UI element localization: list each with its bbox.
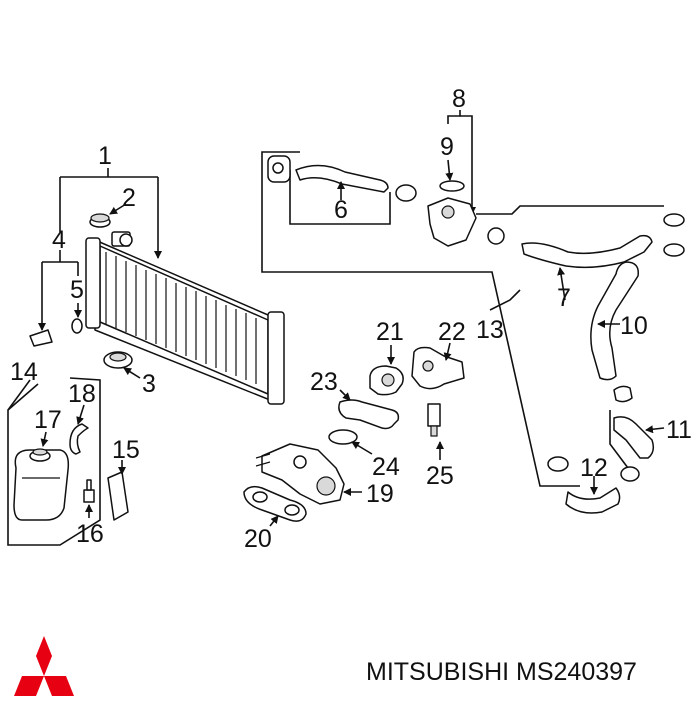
callout-6: 6 bbox=[334, 196, 348, 224]
radiator-core bbox=[85, 231, 285, 405]
callout-25: 25 bbox=[426, 462, 454, 490]
grommet bbox=[103, 351, 133, 369]
callout-5: 5 bbox=[70, 276, 84, 304]
callout-10: 10 bbox=[620, 312, 648, 340]
callout-17: 17 bbox=[34, 406, 62, 434]
o-ring bbox=[439, 180, 465, 192]
reservoir-hose bbox=[69, 423, 89, 455]
thermostat-group bbox=[243, 342, 465, 527]
small-hose bbox=[565, 487, 621, 514]
callout-9: 9 bbox=[440, 133, 454, 161]
callout-19: 19 bbox=[366, 480, 394, 508]
radiator-cap bbox=[89, 213, 111, 228]
heater-hose bbox=[613, 416, 655, 459]
drain-cock bbox=[29, 329, 53, 347]
bolt bbox=[83, 489, 95, 503]
callout-18: 18 bbox=[68, 380, 96, 408]
outlet-gasket bbox=[328, 429, 358, 445]
temperature-sensor bbox=[427, 403, 441, 427]
reservoir-bracket bbox=[107, 471, 129, 521]
callout-13: 13 bbox=[476, 316, 504, 344]
callout-labels: 1 2 3 4 5 6 7 8 9 10 11 12 13 14 15 16 1… bbox=[10, 85, 692, 553]
hose-clamp bbox=[547, 456, 569, 472]
callout-21: 21 bbox=[376, 318, 404, 346]
callout-2: 2 bbox=[122, 184, 136, 212]
callout-7: 7 bbox=[557, 284, 571, 312]
callout-24: 24 bbox=[372, 453, 400, 481]
callout-14: 14 bbox=[10, 358, 38, 386]
mitsubishi-three-diamonds-logo bbox=[14, 636, 74, 696]
callout-1: 1 bbox=[98, 142, 112, 170]
upper-hose-group bbox=[267, 110, 685, 257]
callout-16: 16 bbox=[76, 520, 104, 548]
callout-22: 22 bbox=[438, 318, 466, 346]
hose-clamp bbox=[267, 155, 291, 183]
callout-11: 11 bbox=[666, 416, 692, 444]
radiator-group bbox=[29, 168, 285, 405]
lower-hose bbox=[521, 234, 653, 269]
callout-12: 12 bbox=[580, 454, 608, 482]
lower-hose-group bbox=[261, 151, 665, 514]
reservoir-group bbox=[7, 377, 129, 546]
hose-clamp bbox=[620, 466, 640, 482]
callout-15: 15 bbox=[112, 436, 140, 464]
thermostat-case bbox=[411, 346, 465, 390]
hose-clamp bbox=[613, 385, 633, 403]
o-ring bbox=[71, 318, 83, 334]
callout-3: 3 bbox=[142, 370, 156, 398]
bypass-hose bbox=[590, 261, 639, 381]
callout-4: 4 bbox=[52, 226, 66, 254]
upper-hose bbox=[295, 164, 389, 193]
water-housing bbox=[427, 197, 477, 247]
callout-20: 20 bbox=[244, 525, 272, 553]
hose-clamp bbox=[395, 184, 417, 202]
water-outlet bbox=[338, 399, 400, 430]
callout-23: 23 bbox=[310, 368, 338, 396]
callout-8: 8 bbox=[452, 85, 466, 113]
reservoir-tank bbox=[13, 449, 70, 521]
brand-part-number: MITSUBISHI MS240397 bbox=[366, 658, 637, 686]
